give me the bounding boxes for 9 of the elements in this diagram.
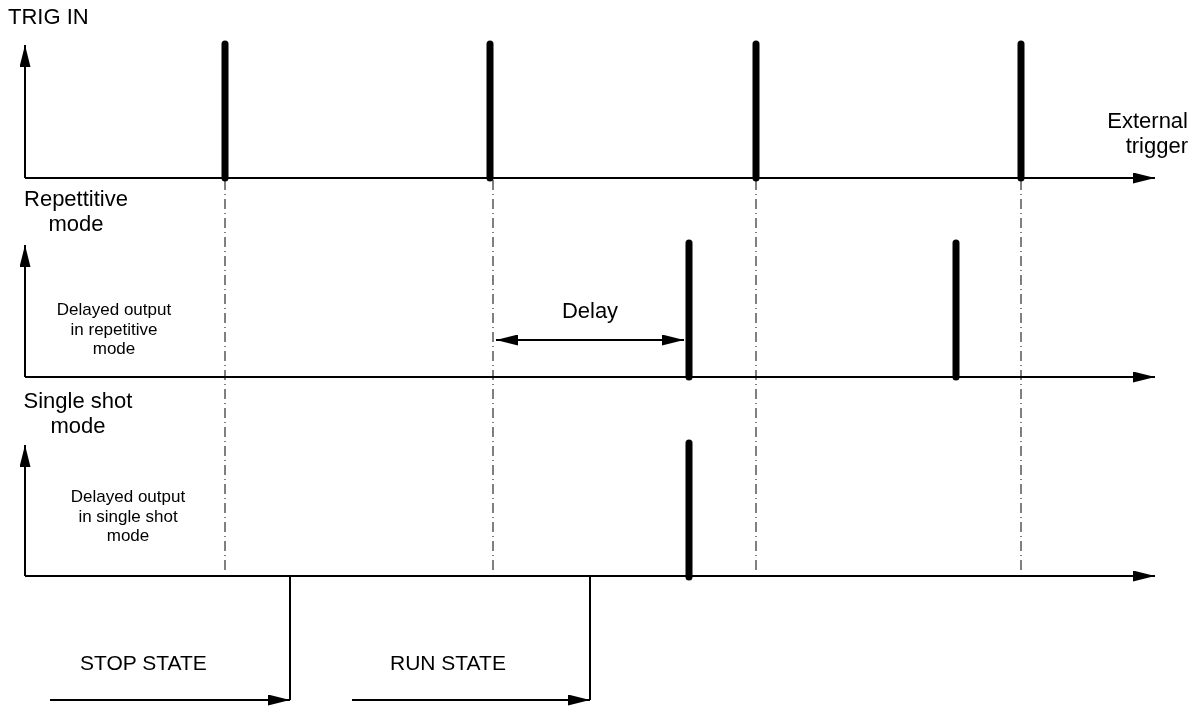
state-label: RUN STATE [390, 651, 506, 674]
signal-label: Single shot mode [23, 388, 133, 439]
axis-label: TRIG IN [8, 4, 89, 29]
axis-label: External trigger [1107, 108, 1188, 159]
signal-label: Delayed output in repetitive mode [56, 300, 172, 359]
signal-label: Repettitive mode [24, 186, 128, 237]
state-label: STOP STATE [80, 651, 207, 674]
dimension-label: Delay [561, 298, 619, 323]
signal-label: Delayed output in single shot mode [70, 487, 186, 546]
